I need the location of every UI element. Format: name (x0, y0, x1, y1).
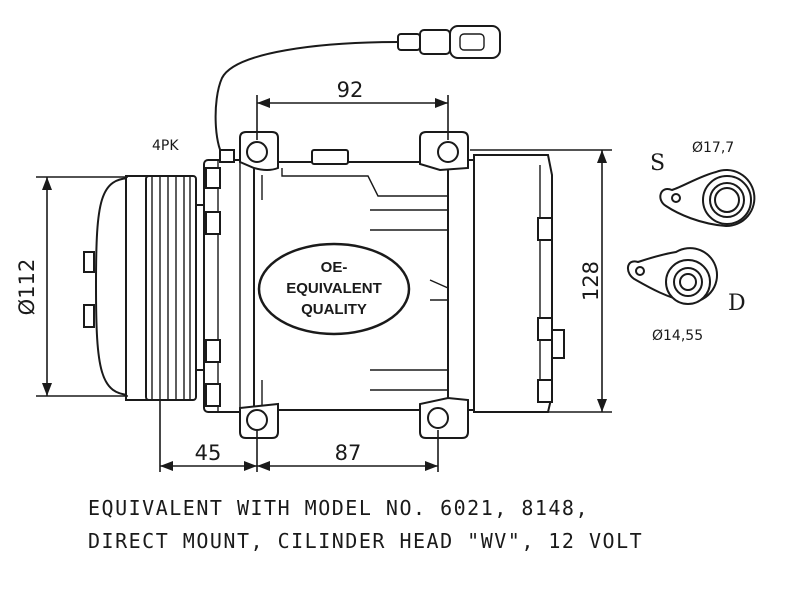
dimension-45-87: 45 87 (159, 400, 439, 472)
mounting-ears (239, 131, 469, 439)
dimension-87-label: 87 (335, 441, 362, 465)
belt-type-label: 4PK (152, 138, 179, 154)
dimension-128-label: 128 (579, 261, 603, 301)
dimension-128: 128 (470, 149, 612, 413)
oe-quality-stamp: OE- EQUIVALENT QUALITY (257, 242, 411, 336)
dimension-92-label: 92 (337, 78, 364, 102)
pulley-grooves (151, 176, 191, 400)
dimension-112: Ø112 (15, 176, 128, 397)
port-d-diameter: Ø14,55 (652, 328, 703, 344)
pulley-assembly (83, 175, 205, 401)
dimension-112-label: Ø112 (15, 259, 39, 316)
port-d-letter: D (728, 291, 746, 316)
caption-line-2: DIRECT MOUNT, CILINDER HEAD "WV", 12 VOL… (88, 529, 644, 553)
rear-housing (447, 154, 565, 413)
port-s-diameter: Ø17,7 (692, 140, 734, 156)
stamp-line-1: OE- (321, 259, 348, 276)
front-housing (203, 159, 255, 413)
caption-line-1: EQUIVALENT WITH MODEL NO. 6021, 8148, (88, 496, 590, 520)
stamp-line-3: QUALITY (301, 301, 367, 318)
port-s-fitting: S Ø17,7 (650, 140, 756, 228)
dimension-92: 92 (256, 78, 449, 140)
port-s-letter: S (650, 151, 665, 176)
dimension-45-label: 45 (195, 441, 222, 465)
cable-connector (214, 25, 501, 163)
port-d-fitting: D Ø14,55 (627, 247, 746, 344)
stamp-line-2: EQUIVALENT (286, 280, 382, 297)
